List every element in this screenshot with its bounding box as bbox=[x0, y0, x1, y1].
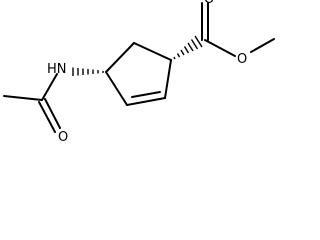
ring-bond-c2-c3 bbox=[133, 42, 172, 61]
n-carbonyl-bond bbox=[41, 73, 58, 101]
ring-bond-c5-c1 bbox=[105, 71, 128, 106]
ester-o-methyl-bond bbox=[250, 38, 275, 53]
atom-label-o-acetyl: O bbox=[58, 130, 68, 145]
ring-bond-c4-c5-inner bbox=[131, 91, 161, 98]
atom-label-o-carbonyl: O bbox=[204, 0, 214, 7]
ester-c-o-bond bbox=[204, 39, 236, 57]
hashed-wedge-c1-n bbox=[72, 67, 104, 76]
acetyl-double-bond-a bbox=[38, 101, 56, 133]
hashed-wedge-c3-ester bbox=[173, 35, 203, 60]
ring-bond-c4-c5 bbox=[126, 97, 166, 106]
ring-bond-c1-c2 bbox=[105, 42, 135, 73]
molecule-structure-diagram: HN O O O bbox=[3, 0, 275, 145]
ring-bond-c3-c4 bbox=[164, 59, 172, 99]
acetyl-methyl-bond bbox=[3, 95, 43, 101]
acetyl-double-bond-b bbox=[44, 98, 61, 129]
atom-label-o-ester: O bbox=[237, 52, 247, 67]
atom-label-nh: HN bbox=[47, 62, 67, 77]
